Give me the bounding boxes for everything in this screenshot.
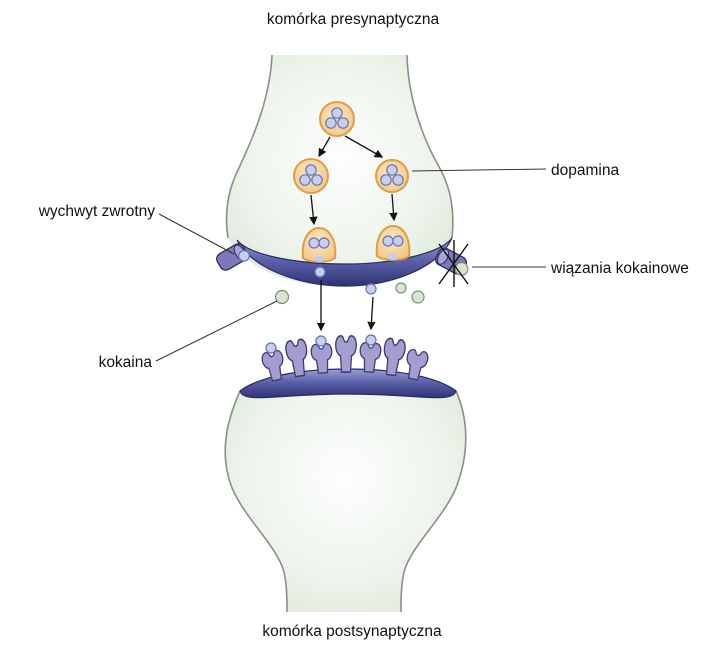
arrow (309, 194, 318, 226)
dopamine-molecule (311, 174, 323, 186)
dopamine-molecule-bound (365, 334, 377, 346)
dopamine-molecule (314, 266, 326, 278)
cocaine-molecule-bound (454, 261, 469, 276)
dopamine-molecule (337, 117, 349, 129)
arrow (367, 296, 376, 331)
cocaine-molecule (274, 289, 290, 305)
postsynaptic-membrane (239, 368, 457, 399)
leader-reuptake (158, 213, 235, 255)
cocaine-binding-label: wiązania kokainowe (550, 260, 689, 277)
vesicle-mid-right (375, 159, 409, 193)
dopamine-molecule (365, 283, 377, 295)
reuptake-label: wychwyt zwrotny (38, 203, 156, 220)
vesicle-opening (388, 253, 398, 261)
vesicle-mid-left (293, 158, 329, 194)
presynaptic-cell-label: komórka presynaptyczna (267, 11, 440, 28)
dopamine-molecule-bound (265, 342, 277, 354)
vesicle-opening (314, 255, 324, 263)
vesicle-membrane (319, 101, 355, 137)
dopamine-label: dopamina (551, 162, 619, 179)
dopamine-molecule (308, 237, 320, 249)
cocaine-label: kokaina (99, 354, 153, 371)
postsynaptic-cell-outline-right (400, 390, 467, 613)
arrow (344, 135, 384, 158)
fused-vesicle-right (375, 224, 411, 261)
block-x-mark (438, 240, 469, 287)
dopamine-molecule (331, 107, 343, 119)
vesicle-membrane (293, 158, 329, 194)
fused-vesicle-left (301, 226, 337, 263)
postsynaptic-cell-fill (225, 369, 466, 612)
vesicle-trafficking-arrows (309, 135, 398, 332)
receptor (358, 341, 382, 374)
dopamine-molecule (318, 237, 330, 249)
postsynaptic-cell-label: komórka postsynaptyczna (262, 623, 442, 640)
arrow (318, 136, 331, 158)
presynaptic-cell-outline-right (406, 54, 454, 239)
receptor (334, 334, 358, 373)
cocaine-molecule (395, 282, 407, 294)
cocaine-molecule (411, 290, 425, 304)
dopamine-molecule (305, 164, 317, 176)
dopamine-molecule-bound (315, 335, 327, 347)
dopamine-molecule (392, 235, 404, 247)
leader-cocaine (155, 300, 278, 362)
presynaptic-cell-outline-left (225, 54, 273, 239)
dopamine-molecule (380, 174, 392, 186)
dopamine-molecule (382, 235, 394, 247)
dopamine-molecule (325, 117, 337, 129)
postsynaptic-cell-outline-left (224, 390, 288, 613)
dopamine-molecule (299, 174, 311, 186)
dopamine-molecule-in-transporter (238, 250, 250, 262)
dopamine-molecule (386, 164, 398, 176)
postsynaptic-cell (224, 368, 467, 613)
arrow (389, 193, 398, 222)
leader-dopamine (411, 168, 547, 172)
dopamine-molecule (392, 174, 404, 186)
vesicle-top (319, 101, 355, 137)
presynaptic-membrane (236, 237, 453, 287)
reuptake-transporter (216, 243, 250, 271)
